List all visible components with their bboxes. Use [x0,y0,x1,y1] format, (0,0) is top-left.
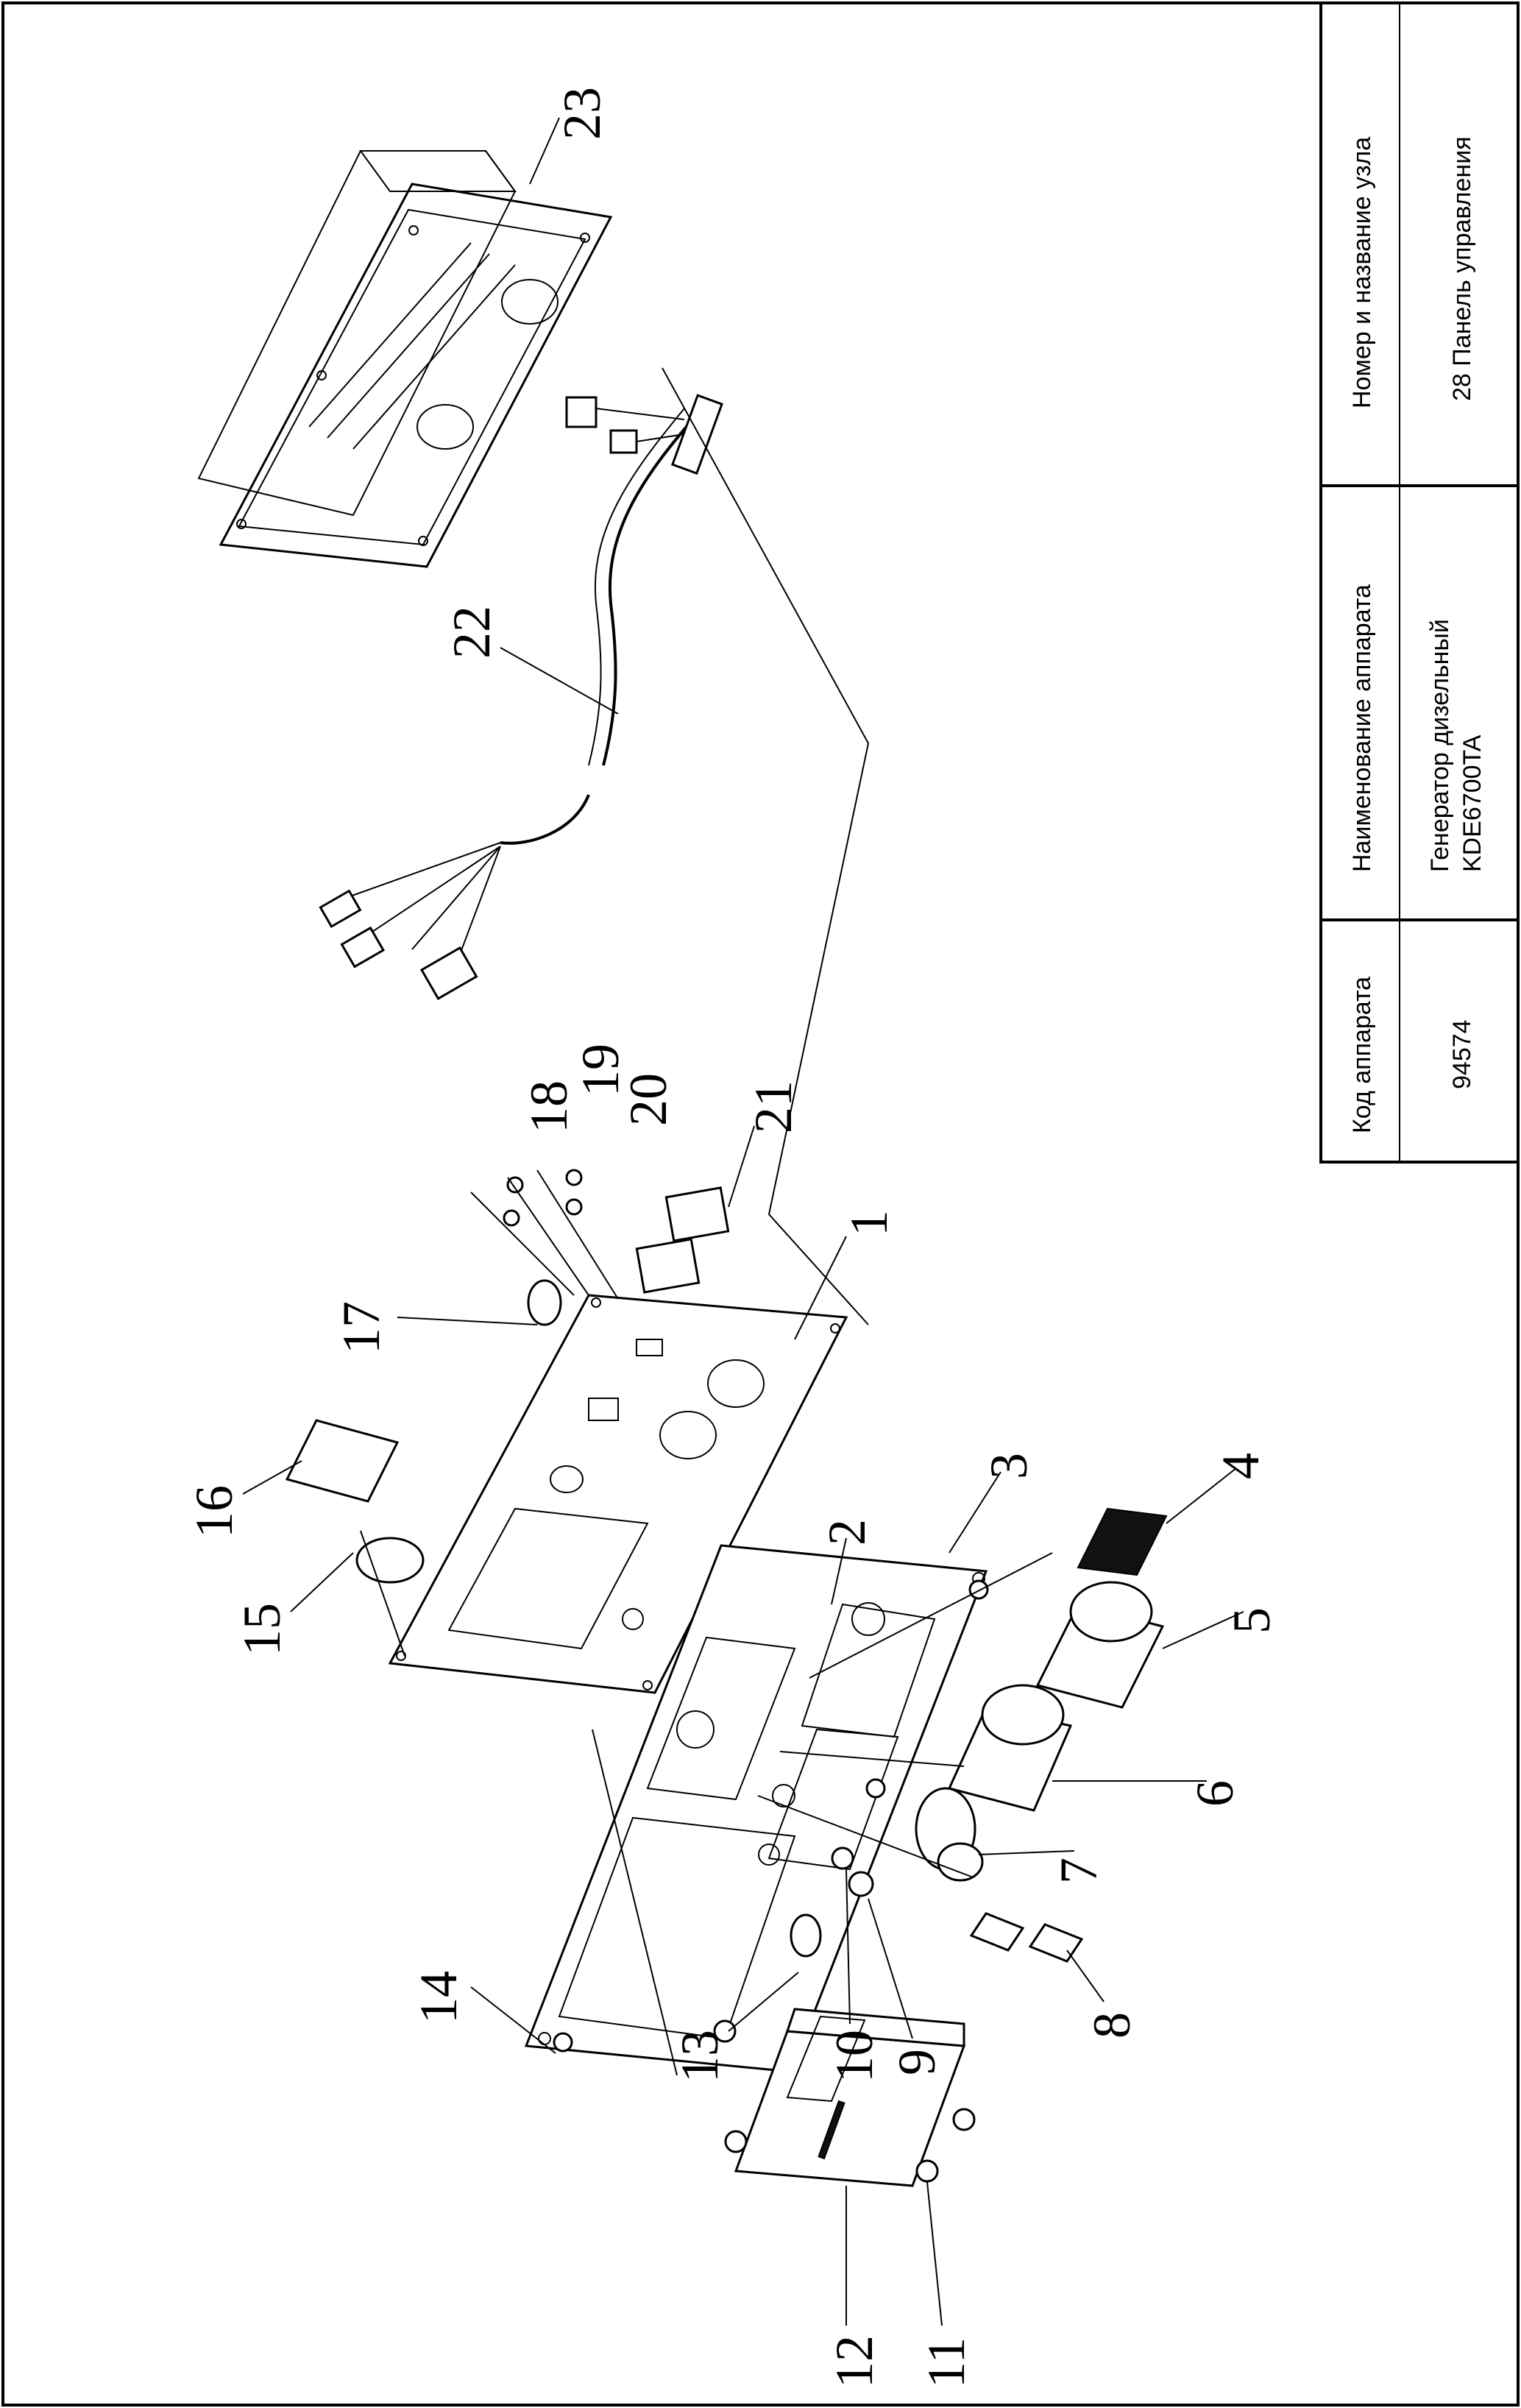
part-4-switch [1077,1507,1168,1576]
part-8-key [969,1912,1084,1963]
callout-2: 2 [818,1519,876,1545]
title-col2-header: Наименование аппарата [1348,584,1376,872]
callout-4: 4 [1211,1453,1270,1479]
part-7-ignition-switch [915,1787,984,1882]
part-22-wiring-harness [319,394,723,1000]
hardware-screws [503,1169,989,2183]
title-col3-value: 28 Панель управления [1448,136,1476,401]
callout-22: 22 [442,606,501,659]
part-16-relay [285,1419,400,1503]
callout-15: 15 [233,1603,291,1656]
assembly-lines [360,1169,1053,2076]
callout-3: 3 [979,1453,1038,1479]
part-23-enclosure [197,150,613,568]
title-col1-header: Код аппарата [1348,977,1376,1133]
callout-1: 1 [840,1210,898,1236]
title-col2-value-line1: Генератор дизельный [1426,619,1454,872]
callout-18: 18 [520,1080,578,1133]
title-col1-value: 94574 [1448,1019,1476,1089]
part-6-socket [947,1684,1073,1812]
callout-6: 6 [1185,1780,1244,1807]
callouts: 23 22 18 19 20 21 1 17 16 15 2 3 4 5 6 7… [185,87,1281,2388]
callout-23: 23 [553,87,611,140]
callout-21: 21 [744,1080,803,1133]
title-col3-header: Номер и название узла [1348,137,1376,408]
callout-9: 9 [887,2049,946,2075]
callout-13: 13 [670,2030,729,2083]
callout-7: 7 [1049,1858,1108,1884]
callout-5: 5 [1222,1607,1281,1634]
callout-10: 10 [825,2030,884,2083]
callout-19: 19 [571,1044,630,1097]
part-5-socket [1035,1581,1165,1709]
callout-8: 8 [1082,2012,1141,2039]
part-12-digital-meter [734,2008,966,2187]
part-3-front-panel [524,1544,988,2073]
callout-12: 12 [825,2335,884,2388]
callout-11: 11 [917,2337,976,2388]
part-15-clamp [355,1537,425,1584]
callout-17: 17 [332,1301,391,1354]
part-1-back-panel [388,1294,848,1694]
title-col2-value-line2: KDE6700TA [1458,734,1486,872]
title-block: Номер и название узла 28 Панель управлен… [1319,1,1520,1164]
callout-16: 16 [185,1485,244,1538]
part-21-circuit-breaker [635,1186,730,1294]
callout-14: 14 [409,1971,468,2024]
callout-20: 20 [619,1073,678,1126]
